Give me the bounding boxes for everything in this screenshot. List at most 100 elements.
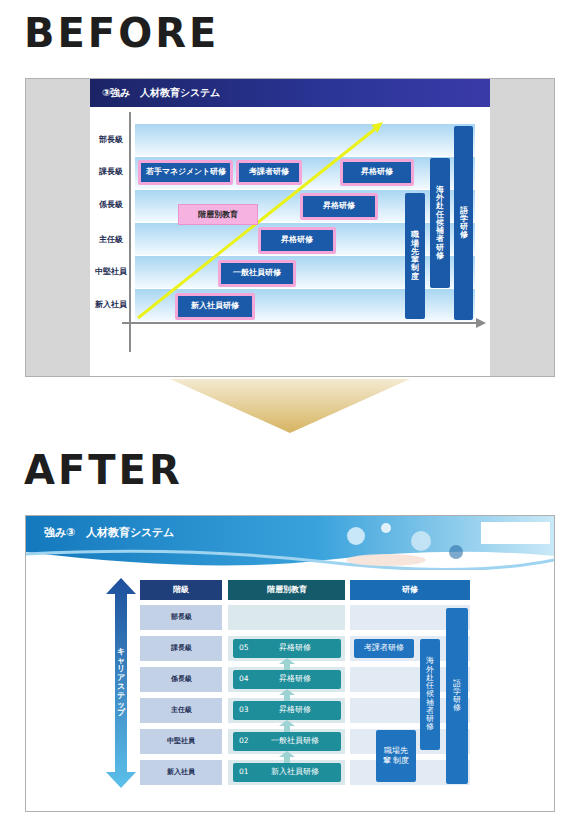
node-text: ③強み 人材教育システム — [102, 87, 220, 99]
label-text: 階層別教育 — [267, 585, 307, 594]
node-text: 01 — [237, 768, 249, 777]
growth-arrow-head — [371, 122, 383, 133]
node-text: 03 — [237, 706, 249, 715]
arrow-head — [279, 689, 295, 695]
table-cell — [228, 760, 345, 785]
node-text: 昇格研修 — [323, 202, 355, 211]
step-box: 01新入社員研修 — [233, 763, 341, 782]
node-text: 一般社員研修 — [233, 269, 281, 278]
axis-label: 中堅社員 — [91, 262, 131, 282]
node-text: 一般社員研修 — [253, 737, 337, 746]
logo-space — [481, 522, 550, 544]
step-box: 05 昇格研修 — [233, 639, 341, 658]
step-box: 04 昇格研修 — [233, 670, 341, 689]
node-text: 階層別教育 — [198, 210, 238, 219]
axis-label: 部長級 — [91, 130, 131, 150]
node-text: 昇格研修 — [281, 236, 313, 245]
slide-frame — [26, 516, 555, 812]
training-box: 一般社員研修 — [218, 260, 296, 287]
step-box: 03 昇格研修 — [233, 701, 341, 720]
label-text: 主任級 — [99, 236, 123, 245]
label-text: 係長級 — [99, 201, 123, 210]
slide-frame — [26, 79, 555, 377]
step-arrow — [279, 751, 295, 763]
header-art — [26, 516, 554, 570]
header-cell: 階級 — [140, 580, 222, 600]
label-text: 新入社員 — [167, 768, 195, 776]
label-text: 階級 — [173, 585, 189, 594]
node-text: 考課者研修 — [364, 644, 404, 653]
step-arrow — [279, 720, 295, 732]
level-cell: 主任級 — [140, 698, 222, 723]
label-text: 課長級 — [171, 644, 192, 652]
label-text: AFTER — [24, 447, 183, 493]
step-arrow — [279, 689, 295, 701]
header-wave — [26, 551, 554, 569]
label-text: 主任級 — [171, 706, 192, 714]
decor-dot — [449, 545, 463, 559]
level-cell: 係長級 — [140, 667, 222, 692]
arrow-head — [279, 658, 295, 664]
node-text: 語学研修 — [453, 680, 461, 713]
title-banner: 強み③ 人材教育システム — [26, 516, 554, 570]
step-arrow — [279, 658, 295, 670]
table-cell — [228, 605, 345, 630]
training-box: 考課者研修 — [236, 160, 302, 185]
side-margin — [490, 79, 554, 376]
decor-dot — [381, 523, 391, 533]
label-text: 課長級 — [99, 168, 123, 177]
training-column: 語学研修 — [446, 608, 468, 784]
x-axis — [122, 322, 478, 324]
training-box: 新入社員研修 — [175, 293, 255, 320]
node-text: キャリアステップ — [117, 648, 125, 718]
career-arrow: キャリアステップ — [106, 578, 136, 788]
node-text: 語学研修 — [460, 207, 468, 240]
level-cell: 中堅社員 — [140, 729, 222, 754]
level-cell: 新入社員 — [140, 760, 222, 785]
training-column: 語学研修 — [454, 126, 473, 320]
label-text: 中堅社員 — [167, 737, 195, 745]
side-margin — [26, 79, 90, 376]
node-text: 強み③ 人材教育システム — [44, 527, 174, 540]
node-text: 昇格研修 — [253, 675, 337, 684]
decor-dot — [411, 531, 431, 551]
training-column: 海外赴任候補者研修 — [430, 158, 450, 288]
training-column: 海外赴任候補者研修 — [420, 639, 440, 750]
node-text: 04 — [237, 675, 249, 684]
decor-dot — [347, 527, 365, 545]
step-box: 02一般社員研修 — [233, 732, 341, 751]
label-text: 部長級 — [99, 136, 123, 145]
y-axis — [129, 112, 131, 352]
table-cell — [228, 729, 345, 754]
axis-label: 係長級 — [91, 195, 131, 215]
node-text: 昇格研修 — [253, 644, 337, 653]
axis-label: 主任級 — [91, 230, 131, 250]
node-text: 05 — [237, 644, 249, 653]
title-bar: ③強み 人材教育システム — [90, 79, 490, 107]
node-text: 新入社員研修 — [191, 302, 239, 311]
decor-hand — [346, 554, 426, 566]
node-text: 海外赴任候補者研修 — [436, 186, 444, 260]
training-box: 昇格研修 — [258, 227, 336, 254]
label-text: 係長級 — [171, 675, 192, 683]
training-box: 若手マネジメント研修 — [138, 160, 233, 185]
table-cell — [228, 667, 345, 692]
training-column: 職場先輩制度 — [405, 193, 425, 319]
growth-arrow — [138, 129, 375, 318]
node-text: 海外赴任候補者研修 — [426, 657, 434, 731]
axis-label: 課長級 — [91, 162, 131, 182]
category-tag: 階層別教育 — [178, 204, 258, 225]
level-band — [135, 124, 475, 156]
node-text: 昇格研修 — [253, 706, 337, 715]
arrow-head — [279, 751, 295, 757]
node-text: 若手マネジメント研修 — [146, 168, 226, 177]
training-box: 昇格研修 — [340, 159, 414, 186]
label-text: BEFORE — [24, 10, 219, 56]
transition-arrow — [170, 379, 410, 433]
section-heading: BEFORE — [24, 10, 219, 56]
label-text: 研修 — [402, 585, 418, 594]
training-box: 職場先輩 制度 — [376, 730, 416, 782]
section-heading: AFTER — [24, 447, 183, 493]
